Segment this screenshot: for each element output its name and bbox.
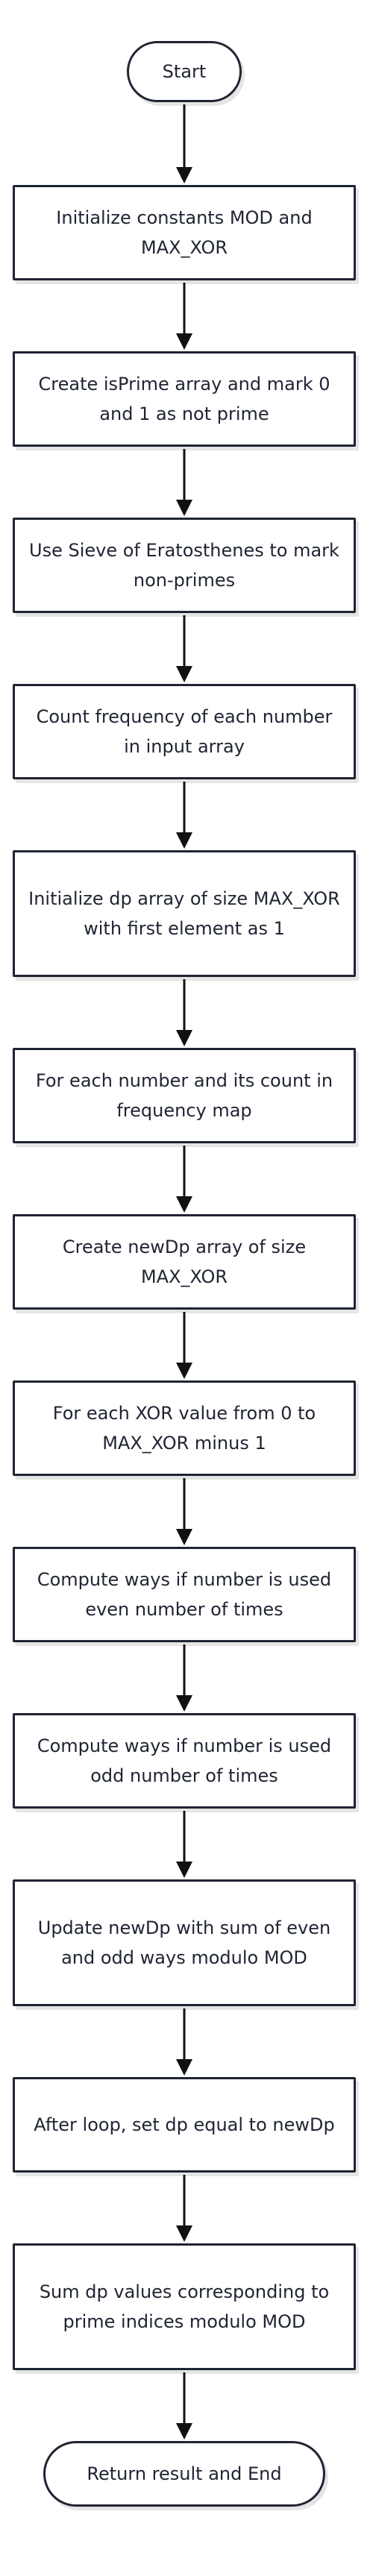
flowchart-node-end: Return result and End [43,2441,325,2507]
flowchart-node-start: Start [127,41,242,102]
flowchart-node-odd-ways: Compute ways if number is used odd numbe… [13,1713,356,1809]
flowchart-node-init-dp: Initialize dp array of size MAX_XOR with… [13,850,356,977]
flowchart-node-even-ways: Compute ways if number is used even numb… [13,1547,356,1642]
flowchart-arrow-set-dp-to-sum-dp [176,2175,192,2242]
flowchart-arrow-for-each-number-to-create-newdp [176,1146,192,1213]
flowchart-arrow-count-freq-to-init-dp [176,782,192,849]
flowchart-node-for-each-number: For each number and its count in frequen… [13,1048,356,1143]
flowchart-arrow-start-to-init-constants [176,104,192,183]
flowchart-node-label: Update newDp with sum of even and odd wa… [37,1917,331,1968]
flowchart-node-label: Count frequency of each number in input … [36,706,333,757]
arrow-head [176,1695,192,1712]
arrow-head [176,167,192,183]
flowchart-node-sum-dp: Sum dp values corresponding to prime ind… [13,2243,356,2370]
flowchart-node-for-each-xor: For each XOR value from 0 to MAX_XOR min… [13,1380,356,1476]
flowchart-arrow-even-ways-to-odd-ways [176,1644,192,1712]
flowchart-node-label: Initialize dp array of size MAX_XOR with… [28,888,340,939]
flowchart-node-label: Compute ways if number is used odd numbe… [37,1735,332,1786]
flowchart-node-init-constants: Initialize constants MOD and MAX_XOR [13,185,356,280]
arrow-head [176,1030,192,1046]
arrow-head [176,1363,192,1379]
flowchart-node-create-isprime: Create isPrime array and mark 0 and 1 as… [13,351,356,447]
flowchart-node-label: Create newDp array of size MAX_XOR [62,1237,307,1287]
arrow-head [176,2423,192,2440]
flowchart-arrow-odd-ways-to-update-newdp [176,1811,192,1878]
flowchart-arrow-create-newdp-to-for-each-xor [176,1312,192,1379]
flowchart-node-label: After loop, set dp equal to newDp [34,2114,335,2135]
flowchart-node-label: Sum dp values corresponding to prime ind… [39,2281,330,2332]
flowchart-node-label: Return result and End [87,2463,282,2484]
flowchart-arrow-update-newdp-to-set-dp [176,2008,192,2076]
flowchart-arrow-init-dp-to-for-each-number [176,979,192,1046]
flowchart-node-count-freq: Count frequency of each number in input … [13,684,356,779]
arrow-head [176,2225,192,2242]
arrow-head [176,832,192,849]
flowchart-node-label: Use Sieve of Eratosthenes to mark non-pr… [29,540,339,591]
flowchart-node-sieve: Use Sieve of Eratosthenes to mark non-pr… [13,518,356,613]
flowchart-node-label: For each number and its count in frequen… [35,1070,333,1121]
arrow-head [176,333,192,350]
flowchart-node-label: Compute ways if number is used even numb… [37,1569,332,1620]
flowchart-node-label: Start [162,61,207,82]
flowchart-node-label: Initialize constants MOD and MAX_XOR [56,207,313,258]
flowchart-node-set-dp: After loop, set dp equal to newDp [13,2077,356,2173]
flowchart-arrow-sum-dp-to-end [176,2372,192,2440]
arrow-head [176,1862,192,1878]
flowchart-arrow-init-constants-to-create-isprime [176,283,192,350]
arrow-head [176,1529,192,1545]
arrow-head [176,1196,192,1213]
flowchart-arrow-create-isprime-to-sieve [176,449,192,516]
arrow-head [176,666,192,682]
flowchart-node-label: For each XOR value from 0 to MAX_XOR min… [52,1403,316,1454]
arrow-head [176,2059,192,2076]
flowchart-arrow-sieve-to-count-freq [176,615,192,682]
flowchart-node-create-newdp: Create newDp array of size MAX_XOR [13,1214,356,1310]
flowchart-node-update-newdp: Update newDp with sum of even and odd wa… [13,1879,356,2006]
flowchart-node-label: Create isPrime array and mark 0 and 1 as… [38,374,330,424]
arrow-head [176,500,192,516]
flowchart-arrow-for-each-xor-to-even-ways [176,1478,192,1545]
